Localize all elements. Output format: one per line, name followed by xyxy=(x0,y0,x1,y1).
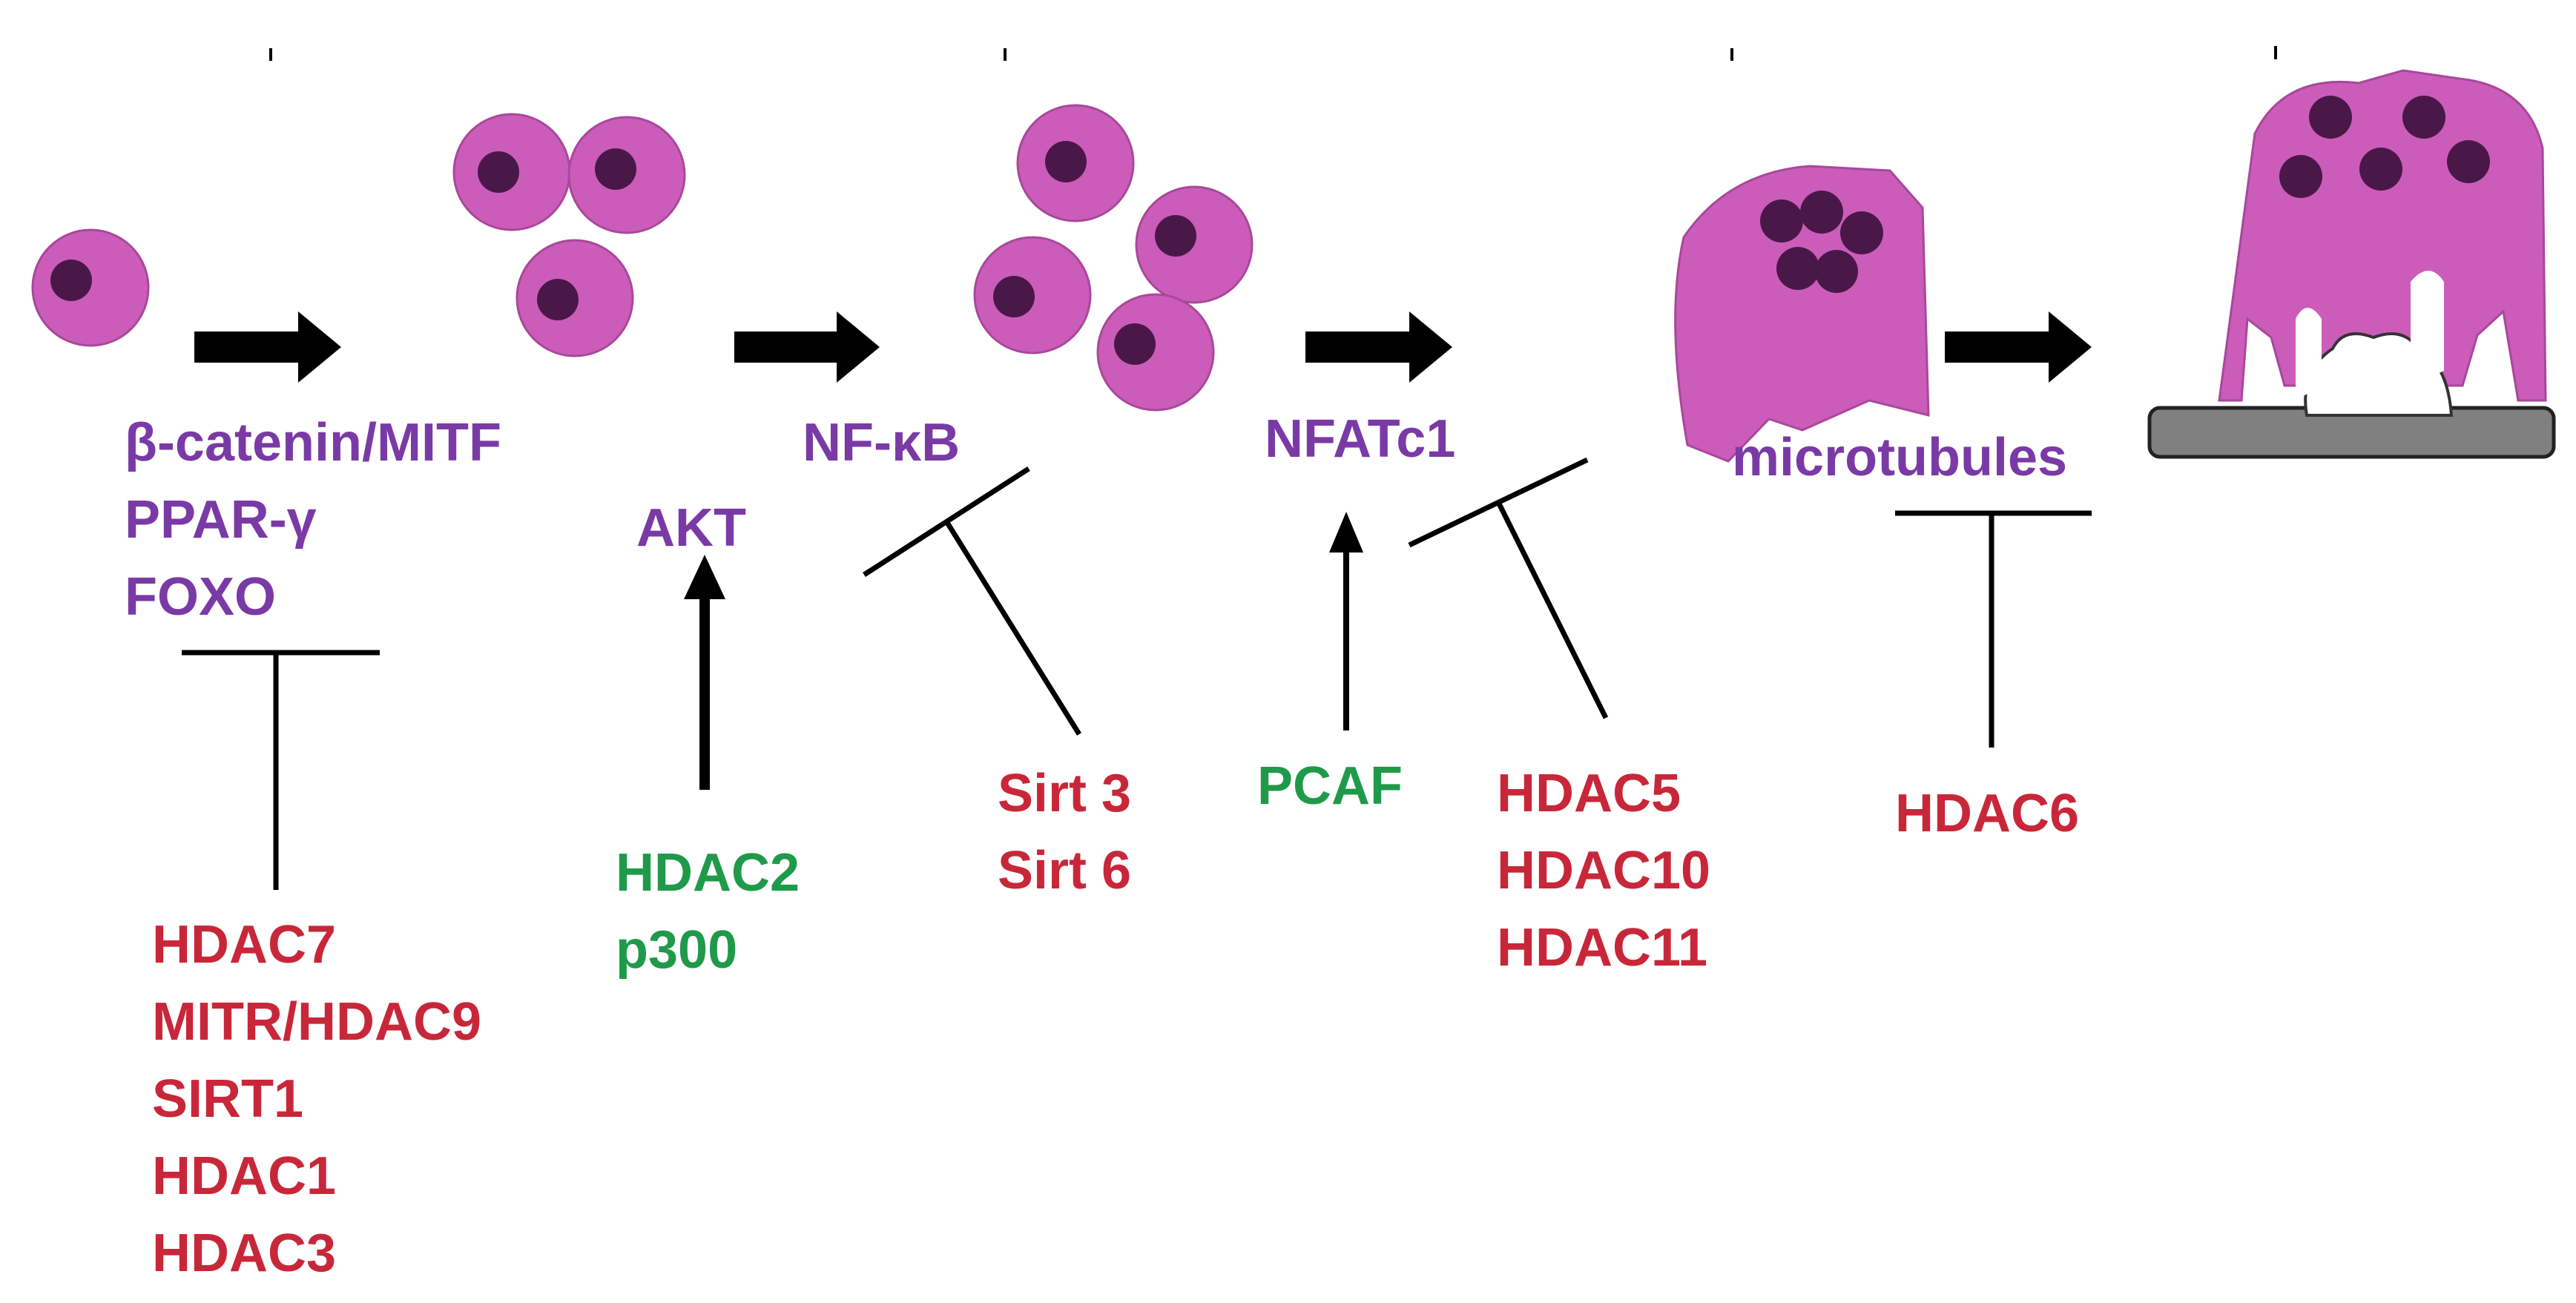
activator-hdac2: HDAC2 xyxy=(616,843,800,903)
nfatc1-label: NFATc1 xyxy=(1265,409,1456,469)
akt-label: AKT xyxy=(636,498,746,558)
inhibitor-hdac5: HDAC5 xyxy=(1497,764,1681,823)
activation-arrows xyxy=(684,512,1363,790)
activator-p300: p300 xyxy=(616,920,738,980)
arrow-up-icon xyxy=(1329,512,1363,552)
factor-foxo: FOXO xyxy=(125,567,277,627)
progression-arrows xyxy=(194,311,2092,383)
stage1-factor-list: β-catenin/MITF PPAR-γ FOXO xyxy=(125,404,501,636)
nfkb-label: NF-κB xyxy=(803,413,961,472)
inhibitor-sirt1: SIRT1 xyxy=(152,1069,304,1129)
factor-ppar-gamma: PPAR-γ xyxy=(125,490,317,550)
proliferating-cells xyxy=(452,113,686,357)
akt-activator-list: HDAC2 p300 xyxy=(616,834,800,989)
top-ticks xyxy=(269,46,2277,61)
arrow-up-icon xyxy=(684,555,725,599)
nfatc1-inhibitor-list: HDAC5 HDAC10 HDAC11 xyxy=(1497,755,1710,986)
microtubules-label: microtubules xyxy=(1732,428,2068,487)
arrow-right-icon xyxy=(194,311,341,383)
microtubules-inhibitor-hdac6: HDAC6 xyxy=(1895,784,2080,843)
stage1-inhibitor-list: HDAC7 MITR/HDAC9 SIRT1 HDAC1 HDAC3 xyxy=(152,906,481,1292)
arrow-right-icon xyxy=(1945,311,2092,383)
mature-osteoclast xyxy=(2147,69,2556,459)
nfkb-inhibitor-list: Sirt 3 Sirt 6 xyxy=(998,755,1131,909)
factor-beta-catenin-mitf: β-catenin/MITF xyxy=(125,413,501,472)
arrow-right-icon xyxy=(1305,311,1452,383)
inhibition-bars xyxy=(182,457,2092,890)
fusing-cells xyxy=(973,104,1254,412)
nfatc1-activator-pcaf: PCAF xyxy=(1257,756,1403,816)
inhibitor-hdac1: HDAC1 xyxy=(152,1147,337,1206)
inhibitor-hdac7: HDAC7 xyxy=(152,915,337,974)
arrow-right-icon xyxy=(734,311,880,383)
inhibitor-mitr-hdac9: MITR/HDAC9 xyxy=(152,992,481,1052)
inhibitor-hdac11: HDAC11 xyxy=(1497,918,1708,977)
inhibitor-sirt6: Sirt 6 xyxy=(998,841,1132,900)
inhibitor-sirt3: Sirt 3 xyxy=(998,764,1132,823)
inhibitor-hdac3: HDAC3 xyxy=(152,1224,337,1283)
inhibitor-hdac10: HDAC10 xyxy=(1497,841,1711,900)
precursor-cell xyxy=(31,228,150,347)
multinucleated-cell xyxy=(1674,165,1930,463)
